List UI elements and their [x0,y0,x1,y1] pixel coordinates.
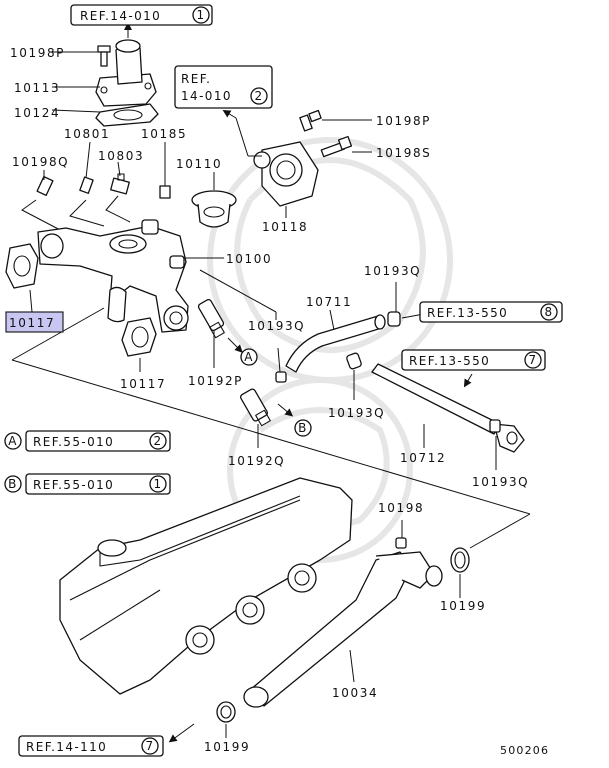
sensor-10192q[interactable] [240,388,271,427]
callout-10100[interactable]: 10100 [226,252,272,266]
callout-10801[interactable]: 10801 [64,127,110,141]
svg-text:REF.55-010: REF.55-010 [33,435,114,449]
svg-text:8: 8 [544,305,553,319]
plug-10185[interactable] [159,185,171,199]
water-pipe-10034[interactable] [243,551,443,708]
svg-text:1: 1 [153,477,162,491]
clamp-10193q-top[interactable] [387,311,401,327]
gasket-10117-left[interactable] [5,243,39,289]
svg-text:REF.13-550: REF.13-550 [409,354,490,368]
hose-10711[interactable] [285,314,386,373]
callout-10803[interactable]: 10803 [98,149,144,163]
callout-10198q[interactable]: 10198Q [12,155,69,169]
callout-10117[interactable]: 10117 [120,377,166,391]
callout-10110[interactable]: 10110 [176,157,222,171]
o-ring-10199-bottom[interactable] [216,701,236,723]
svg-text:2: 2 [153,434,162,448]
callout-10034[interactable]: 10034 [332,686,378,700]
ref-13-550-8[interactable]: REF.13-550 8 [419,301,563,323]
callout-10113[interactable]: 10113 [14,81,60,95]
callout-10199-right[interactable]: 10199 [440,599,486,613]
callout-10117-highlight[interactable] [5,311,64,333]
diagram-number: 500206 [500,744,549,757]
callout-10193q-right[interactable]: 10193Q [472,475,529,489]
ref-13-550-7[interactable]: REF.13-550 7 [401,349,546,371]
pipe-10712[interactable] [371,363,525,453]
svg-text:2: 2 [254,89,263,103]
callout-10193q-low[interactable]: 10193Q [328,406,385,420]
water-pipe-assembly[interactable] [37,219,189,333]
svg-text:REF.14-010: REF.14-010 [80,9,161,23]
callout-10193q-top[interactable]: 10193Q [364,264,421,278]
callout-10117-highlight-label[interactable]: 10117 [9,316,55,330]
svg-text:14-010: 14-010 [181,89,232,103]
outlet-gasket[interactable] [95,103,159,127]
marker-b[interactable]: B [294,419,312,437]
svg-text:REF.: REF. [181,72,211,86]
callout-10198[interactable]: 10198 [378,501,424,515]
callout-10192q[interactable]: 10192Q [228,454,285,468]
callout-10199-bottom[interactable]: 10199 [204,740,250,754]
callout-10124[interactable]: 10124 [14,106,60,120]
water-outlet-fitting[interactable] [95,39,157,107]
clamp-10193q-low[interactable] [346,352,362,370]
svg-text:1: 1 [196,8,205,22]
thermostat-housing[interactable] [253,141,319,207]
callout-10185[interactable]: 10185 [141,127,187,141]
callout-10198p-right[interactable]: 10198P [376,114,431,128]
sensor-10801[interactable] [79,176,94,194]
clamp-10193q-hose[interactable] [275,371,287,383]
cylinder-head [59,477,353,695]
callout-10198p-top[interactable]: 10198P [10,46,65,60]
bolt-10198s[interactable] [320,135,353,158]
thermostat[interactable] [191,190,237,228]
svg-text:REF.14-110: REF.14-110 [26,740,107,754]
callout-10712[interactable]: 10712 [400,451,446,465]
svg-text:7: 7 [145,739,154,753]
svg-text:B: B [298,421,308,435]
ref-14-010-1[interactable]: REF.14-010 1 [70,4,213,26]
ref-b-55-010-1[interactable]: B REF.55-010 1 [4,473,171,495]
callout-10193q-mid[interactable]: 10193Q [248,319,305,333]
ref-14-010-2[interactable]: REF. 14-010 2 [174,65,273,109]
svg-text:REF.13-550: REF.13-550 [427,306,508,320]
svg-text:B: B [8,477,18,491]
bolt-10198p-top[interactable] [97,45,111,67]
callout-10118[interactable]: 10118 [262,220,308,234]
bolt-10198p-right[interactable] [299,109,322,132]
callout-10198s[interactable]: 10198S [376,146,431,160]
ref-14-110-7[interactable]: REF.14-110 7 [18,735,164,757]
gasket-10117-lower[interactable] [121,317,157,357]
bolt-10198[interactable] [395,537,407,549]
marker-a[interactable]: A [240,348,258,366]
sensor-10192p[interactable] [197,298,225,339]
o-ring-10199-right[interactable] [450,547,470,573]
ref-a-55-010-2[interactable]: A REF.55-010 2 [4,430,171,452]
callout-10192p[interactable]: 10192P [188,374,243,388]
plug-10198q[interactable] [36,175,54,197]
svg-text:7: 7 [528,353,537,367]
svg-text:REF.55-010: REF.55-010 [33,478,114,492]
callout-10711[interactable]: 10711 [306,295,352,309]
sensor-10803[interactable] [110,173,130,195]
svg-text:A: A [8,434,18,448]
svg-text:A: A [244,350,254,364]
clamp-10193q-right[interactable] [489,419,501,433]
